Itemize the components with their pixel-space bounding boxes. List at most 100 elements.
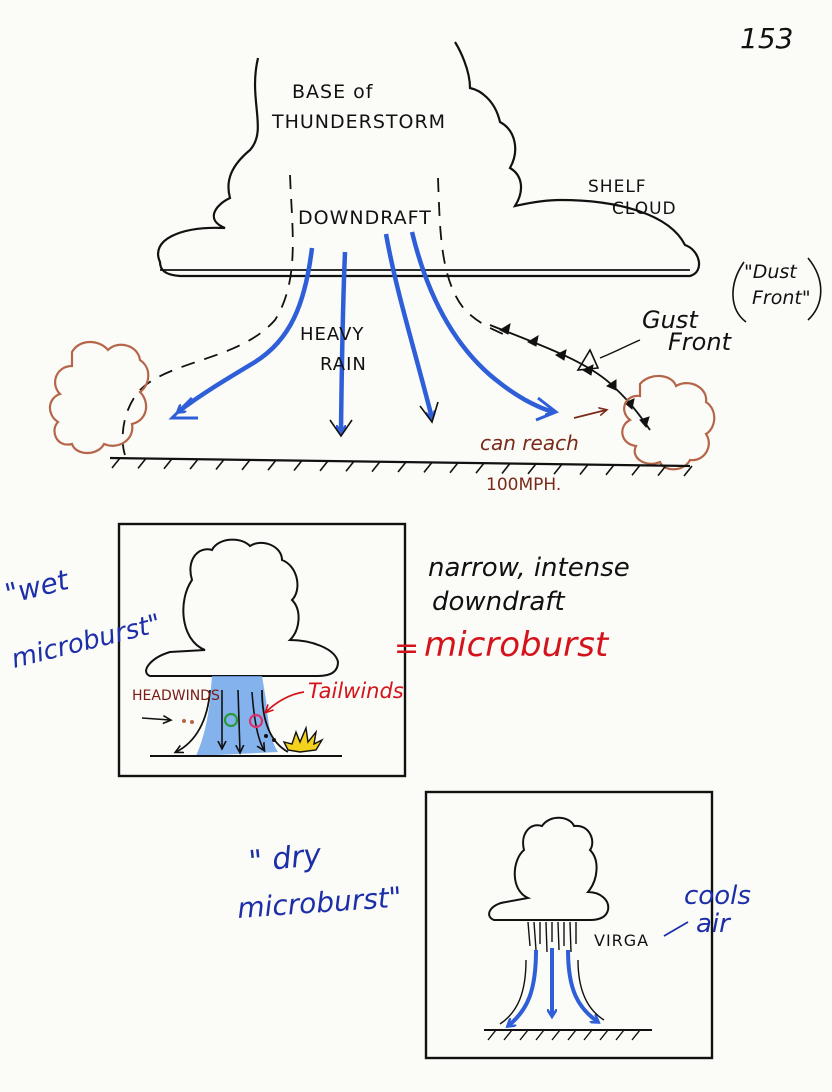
thunderstorm-cloud-outline: [157, 41, 701, 278]
wet-microburst-panel: HEADWINDS Tailwinds: [117, 522, 407, 778]
dry-arrow-right-edge: [577, 959, 605, 1021]
ground-hatch-mark: [449, 462, 459, 474]
ground-hatch-mark: [579, 464, 589, 476]
wet-path-dot-4: [272, 738, 276, 742]
wet-cloud-outline: [145, 538, 340, 677]
dust-front-paren-left: [732, 261, 747, 323]
gust-front-pips: [498, 322, 650, 429]
virga-cools-leader: [663, 921, 689, 937]
right-dashed-boundary: [437, 177, 506, 336]
shelf-cloud-line2: CLOUD: [612, 199, 677, 219]
definition-line1: narrow, intense: [428, 553, 630, 583]
cools-air-line1: cools: [684, 881, 751, 911]
downdraft-arrow-left: [178, 247, 315, 412]
heavy-rain-line1: HEAVY: [300, 324, 364, 345]
gust-front-leader: [599, 339, 641, 359]
base-label-line1: BASE of: [292, 81, 374, 103]
downdraft-arrow-center-right: [383, 233, 432, 418]
ground-hatch-mark: [397, 461, 407, 473]
wet-microburst-title-line1: "wet: [2, 563, 73, 611]
gust-front-line2: Front: [668, 328, 733, 356]
dust-front-line1: "Dust: [744, 261, 798, 283]
ground-hatch-mark: [567, 1029, 577, 1041]
ground-hatch-mark: [503, 1029, 513, 1041]
ground-hatch-mark: [345, 460, 355, 472]
ground-hatch-mark: [535, 1029, 545, 1041]
ground-hatch-mark: [423, 461, 433, 473]
dry-arrow-left: [508, 949, 538, 1026]
ground-hatch-mark: [319, 460, 329, 472]
tailwind-marker-circle: [248, 713, 264, 729]
dry-microburst-panel: VIRGA: [424, 790, 714, 1060]
downdraft-arrow-center: [341, 251, 348, 432]
thunderstorm-main-diagram: BASE of THUNDERSTORM SHELF CLOUD DOWNDRA…: [48, 41, 822, 495]
wet-shaft-left-edge: [176, 689, 211, 752]
ground-hatch-mark: [551, 1029, 561, 1041]
tailwind-pointer: [266, 691, 305, 712]
definition-line2: downdraft: [432, 587, 565, 617]
dry-ground-hatches: [487, 1029, 641, 1041]
dry-microburst-title-line1: " dry: [247, 837, 324, 880]
ground-hatch-mark: [501, 462, 511, 474]
downdraft-arrow-right: [409, 231, 553, 412]
gust-front-line: [489, 324, 651, 431]
ground-hatch-mark: [163, 458, 173, 470]
wet-path-dot-1: [182, 719, 186, 723]
dry-microburst-frame: [424, 790, 714, 1060]
ground-hatch-mark: [605, 464, 615, 476]
wet-path-dot-3: [264, 734, 268, 738]
wet-path-dot-2: [190, 720, 194, 724]
definition-equals: =: [394, 631, 419, 666]
ground-hatch-mark: [293, 460, 303, 472]
ground-hatch-mark: [189, 458, 199, 470]
ground-hatch-mark: [683, 465, 693, 477]
gust-front-line1: Gust: [642, 306, 699, 334]
shelf-cloud-line1: SHELF: [588, 177, 647, 197]
base-label-line2: THUNDERSTORM: [271, 111, 446, 133]
ground-hatch-mark: [583, 1029, 593, 1041]
dry-cloud-outline: [488, 816, 610, 921]
heavy-rain-line2: RAIN: [320, 354, 367, 375]
virga-label: VIRGA: [594, 931, 649, 950]
right-dust-cloud: [621, 374, 716, 471]
dust-front-line2: Front": [752, 287, 811, 309]
ground-hatch-mark: [487, 1029, 497, 1041]
center-arrowhead: [329, 419, 353, 438]
headwind-marker-circle: [223, 712, 239, 728]
ground-hatch-mark: [615, 1029, 625, 1041]
ground-line: [109, 456, 691, 468]
ground-hatch-mark: [631, 464, 641, 476]
left-arrowhead: [168, 396, 198, 420]
ground-hatch-mark: [599, 1029, 609, 1041]
ground-hatch-mark: [241, 459, 251, 471]
virga-streaks: [527, 921, 577, 953]
ground-hatch-mark: [371, 461, 381, 473]
ground-hatch-mark: [137, 457, 147, 469]
speed-label: 100MPH.: [486, 475, 561, 495]
ground-hatch-mark: [553, 463, 563, 475]
wet-inner-arrow-2: [238, 689, 240, 752]
cools-air-line2: air: [696, 909, 732, 939]
ground-hatch-mark: [631, 1029, 641, 1041]
ground-hatch-mark: [475, 462, 485, 474]
dry-microburst-title-line2: microburst": [236, 881, 402, 925]
gust-speed-arrow: [573, 410, 606, 419]
headwinds-label: HEADWINDS: [132, 688, 220, 704]
tailwinds-label: Tailwinds: [308, 679, 404, 703]
ground-hatch-mark: [527, 463, 537, 475]
ground-hatch-mark: [267, 459, 277, 471]
wet-plane-path: [141, 718, 170, 720]
ground-hatch-mark: [519, 1029, 529, 1041]
left-dust-cloud: [48, 340, 150, 455]
ground-hatch-mark: [657, 465, 667, 477]
wet-microburst-title-line2: microburst": [8, 609, 164, 675]
crash-starburst-icon: [282, 725, 324, 753]
left-dashed-boundary: [121, 174, 294, 456]
wet-rain-shaft: [196, 676, 278, 756]
ground-hatch-mark: [111, 457, 121, 469]
dry-arrow-right: [566, 949, 598, 1022]
wet-microburst-frame: [117, 522, 407, 778]
center-right-arrowhead: [419, 401, 439, 424]
